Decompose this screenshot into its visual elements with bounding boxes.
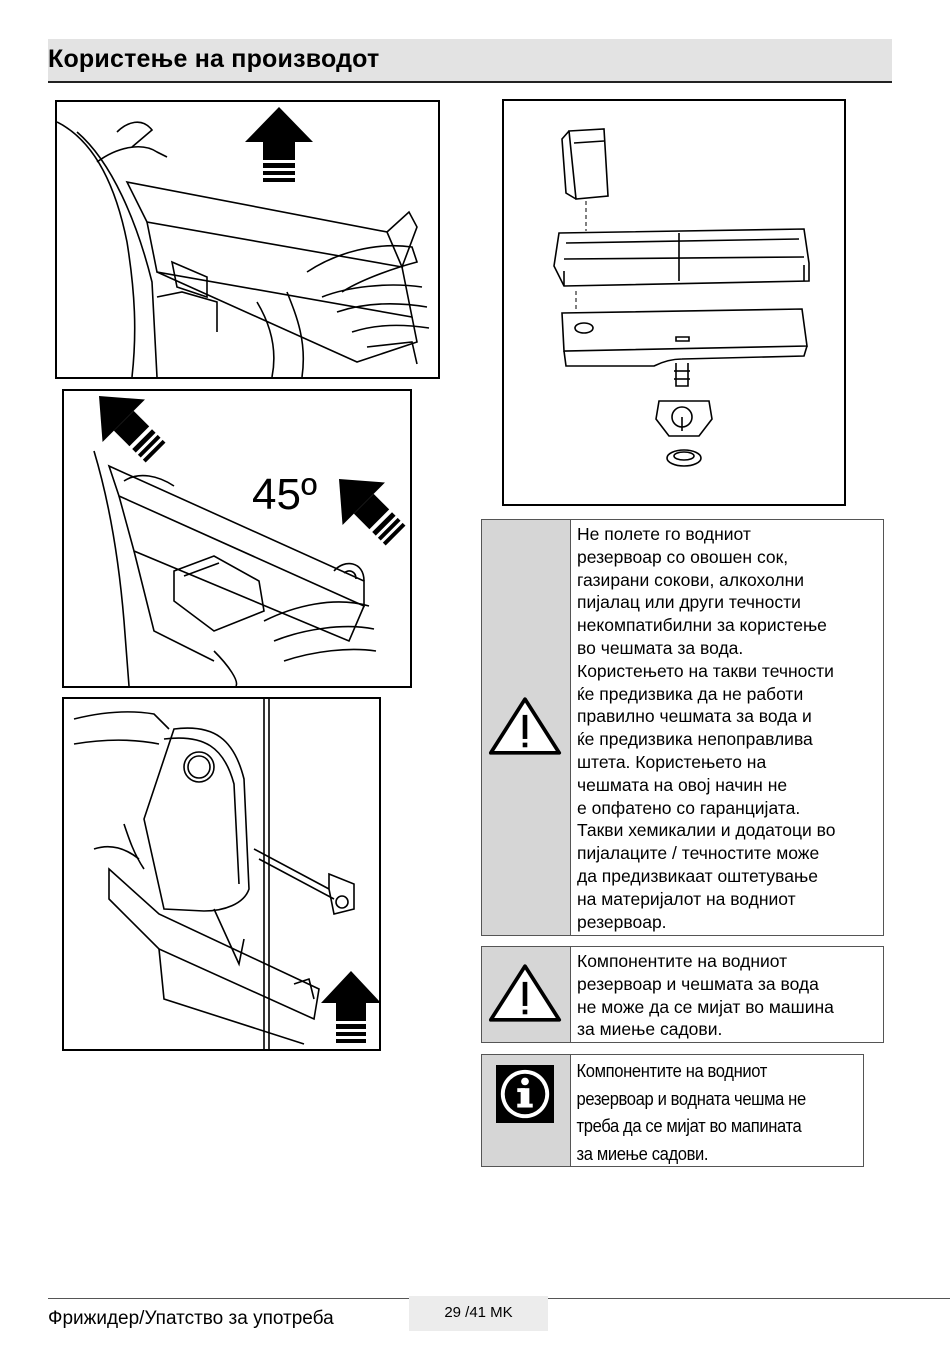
warning-note-liquids: Не полете го водниот резервоар со овошен… [481, 519, 884, 936]
info-icon [496, 1065, 554, 1123]
up-arrow-icon [321, 971, 379, 1043]
tilt-tank-illustration: 45º [93, 396, 406, 686]
note-text: Компонентите на водниот резервоар и водн… [576, 1061, 807, 1164]
tilt-arrow-icon-right [339, 479, 406, 546]
figure-lift-tank [55, 100, 440, 379]
page-number: 29 /41 MK [444, 1304, 513, 1321]
note-icon-cell [482, 520, 571, 935]
angle-label: 45º [252, 470, 317, 519]
header-bar: Користење на производот [48, 39, 892, 83]
up-arrow-icon [245, 107, 313, 182]
open-tank-illustration [73, 699, 379, 1049]
note-icon-cell [482, 1055, 571, 1166]
warning-note-dishwasher: Компонентите на водниот резервоар и чешм… [481, 946, 884, 1043]
warning-triangle-icon [488, 697, 562, 755]
page-title: Користење на производот [48, 45, 380, 73]
lift-tank-illustration [57, 107, 430, 377]
note-icon-cell [482, 947, 571, 1042]
info-note-dishwasher: Компонентите на водниот резервоар и водн… [481, 1054, 864, 1167]
footer-title: Фрижидер/Упатство за употреба [48, 1308, 334, 1329]
page-number-box: 29 /41 MK [409, 1296, 548, 1331]
note-text: Не полете го водниот резервоар со овошен… [577, 524, 836, 932]
figure-exploded-view [502, 99, 846, 506]
exploded-view-illustration [553, 128, 810, 467]
figure-tilt-tank: 45º [62, 389, 412, 688]
note-text: Компонентите на водниот резервоар и чешм… [577, 951, 834, 1040]
figure-open-tank [62, 697, 381, 1051]
tilt-arrow-icon-left [99, 396, 166, 463]
warning-triangle-icon [488, 964, 562, 1022]
